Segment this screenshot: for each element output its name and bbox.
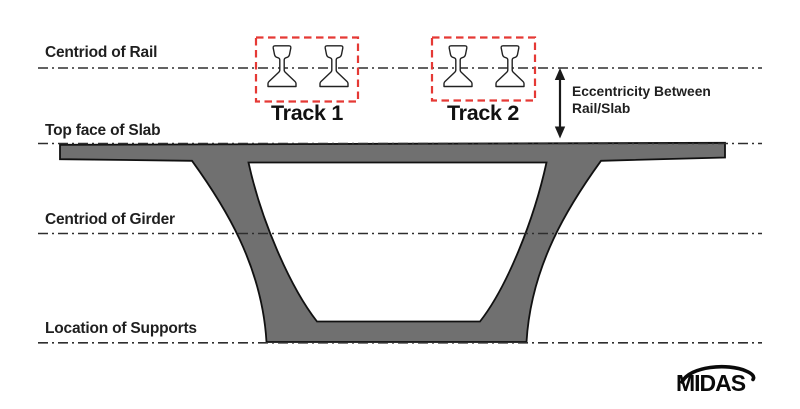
centroid-of-rail-label: Centriod of Rail	[45, 44, 158, 61]
rail-icon	[319, 45, 349, 88]
midas-logo: MIDAS	[668, 362, 768, 402]
track2-box	[430, 36, 537, 102]
rail-icon	[443, 45, 473, 88]
midas-swoosh-icon	[680, 364, 756, 384]
top-face-of-slab-label: Top face of Slab	[45, 122, 161, 139]
track2-label: Track 2	[446, 101, 520, 125]
centroid-of-girder-label: Centriod of Girder	[45, 211, 175, 228]
rail-icon	[267, 45, 297, 88]
eccentricity-annotation-line2: Rail/Slab	[572, 100, 631, 116]
midas-logo-text: MIDAS	[676, 370, 746, 396]
rail-icon	[495, 45, 525, 88]
track1-label: Track 1	[270, 101, 344, 125]
rail-icons-group	[267, 45, 525, 88]
location-of-supports-label: Location of Supports	[45, 320, 197, 337]
track1-box	[254, 36, 360, 103]
vertical-double-arrow-icon	[554, 68, 566, 139]
eccentricity-annotation: Eccentricity Between Rail/Slab	[572, 84, 711, 117]
girder-cross-section	[59, 141, 726, 343]
eccentricity-annotation-line1: Eccentricity Between	[572, 84, 711, 99]
